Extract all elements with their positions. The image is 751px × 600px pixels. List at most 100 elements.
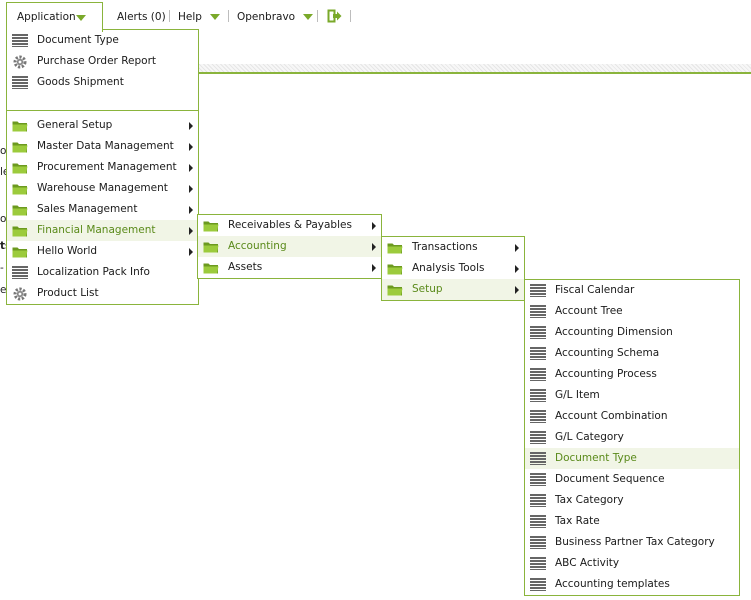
- menu-item-accounting-schema[interactable]: Accounting Schema: [525, 343, 739, 364]
- menu-item-setup[interactable]: Setup: [382, 279, 524, 300]
- application-menu-button[interactable]: Application: [6, 2, 103, 32]
- menu-item-label: Warehouse Management: [37, 182, 168, 194]
- list-icon: [530, 452, 546, 465]
- menu-item-goods-shipment[interactable]: Goods Shipment: [7, 72, 198, 93]
- submenu-arrow-icon: [189, 122, 193, 130]
- folder-icon: [12, 182, 28, 195]
- menu-item-accounting-dimension[interactable]: Accounting Dimension: [525, 322, 739, 343]
- menu-item-label: General Setup: [37, 119, 113, 131]
- menu-item-label: Accounting templates: [555, 578, 670, 590]
- menu-item-business-partner-tax-category[interactable]: Business Partner Tax Category: [525, 532, 739, 553]
- menu-item-purchase-order-report[interactable]: Purchase Order Report: [7, 51, 198, 72]
- submenu-arrow-icon: [515, 265, 519, 273]
- separator: [228, 10, 229, 22]
- background-text: er: [0, 284, 11, 296]
- submenu-arrow-icon: [372, 264, 376, 272]
- list-icon: [530, 578, 546, 591]
- separator: [350, 10, 351, 22]
- menu-item-document-type[interactable]: Document Type: [7, 30, 198, 51]
- menu-item-document-sequence[interactable]: Document Sequence: [525, 469, 739, 490]
- menu-item-label: Receivables & Payables: [228, 219, 352, 231]
- background-text: o: [0, 145, 7, 157]
- list-icon: [530, 515, 546, 528]
- menu-item-label: Tax Rate: [555, 515, 600, 527]
- folder-icon: [387, 283, 403, 296]
- folder-icon: [203, 219, 219, 232]
- menu-item-tax-rate[interactable]: Tax Rate: [525, 511, 739, 532]
- menu-item-assets[interactable]: Assets: [198, 257, 381, 278]
- menu-item-hello-world[interactable]: Hello World: [7, 241, 198, 262]
- menu-item-master-data-management[interactable]: Master Data Management: [7, 136, 198, 157]
- menu-item-label: Localization Pack Info: [37, 266, 150, 278]
- application-label: Application: [17, 11, 76, 23]
- menu-item-g-l-item[interactable]: G/L Item: [525, 385, 739, 406]
- menu-item-account-combination[interactable]: Account Combination: [525, 406, 739, 427]
- menu-item-tax-category[interactable]: Tax Category: [525, 490, 739, 511]
- menu-item-account-tree[interactable]: Account Tree: [525, 301, 739, 322]
- submenu-arrow-icon: [189, 227, 193, 235]
- menu-item-warehouse-management[interactable]: Warehouse Management: [7, 178, 198, 199]
- list-icon: [12, 266, 28, 279]
- submenu-arrow-icon: [189, 248, 193, 256]
- logout-icon[interactable]: [327, 9, 342, 23]
- submenu-arrow-icon: [189, 185, 193, 193]
- folder-icon: [12, 245, 28, 258]
- submenu-arrow-icon: [189, 206, 193, 214]
- menu-item-receivables-and-payables[interactable]: Receivables & Payables: [198, 215, 381, 236]
- menu-item-label: Accounting Dimension: [555, 326, 673, 338]
- submenu-arrow-icon: [515, 286, 519, 294]
- list-icon: [530, 410, 546, 423]
- menu-item-g-l-category[interactable]: G/L Category: [525, 427, 739, 448]
- folder-icon: [203, 240, 219, 253]
- menu-item-analysis-tools[interactable]: Analysis Tools: [382, 258, 524, 279]
- menu-item-abc-activity[interactable]: ABC Activity: [525, 553, 739, 574]
- user-label: Openbravo: [237, 11, 296, 23]
- menu-item-label: Document Type: [555, 452, 637, 464]
- menu-item-accounting-templates[interactable]: Accounting templates: [525, 574, 739, 595]
- chevron-down-icon: [209, 14, 220, 20]
- gear-icon: [12, 54, 28, 69]
- menu-item-product-list[interactable]: Product List: [7, 283, 198, 304]
- menu-item-label: Document Sequence: [555, 473, 665, 485]
- list-icon: [530, 431, 546, 444]
- chevron-down-icon: [303, 14, 314, 20]
- menu-divider: [7, 93, 198, 111]
- folder-icon: [203, 261, 219, 274]
- menu-item-label: Account Tree: [555, 305, 623, 317]
- help-menu-button[interactable]: Help: [178, 10, 220, 24]
- menu-item-general-setup[interactable]: General Setup: [7, 115, 198, 136]
- background-text: -: [0, 262, 4, 274]
- menu-item-label: Purchase Order Report: [37, 55, 157, 67]
- header-stripe: [198, 64, 751, 74]
- user-menu-button[interactable]: Openbravo: [237, 10, 314, 24]
- menu-item-label: ABC Activity: [555, 557, 620, 569]
- separator: [169, 10, 170, 22]
- menu-item-procurement-management[interactable]: Procurement Management: [7, 157, 198, 178]
- chevron-down-icon: [76, 15, 86, 21]
- background-text: oi: [0, 213, 10, 225]
- submenu-arrow-icon: [372, 243, 376, 251]
- menu-item-label: Accounting Schema: [555, 347, 660, 359]
- list-icon: [530, 536, 546, 549]
- menu-item-fiscal-calendar[interactable]: Fiscal Calendar: [525, 280, 739, 301]
- menu-item-label: Document Type: [37, 34, 119, 46]
- menu-item-accounting[interactable]: Accounting: [198, 236, 381, 257]
- menu-item-document-type[interactable]: Document Type: [525, 448, 739, 469]
- menu-item-sales-management[interactable]: Sales Management: [7, 199, 198, 220]
- menu-item-label: Sales Management: [37, 203, 138, 215]
- menu-item-accounting-process[interactable]: Accounting Process: [525, 364, 739, 385]
- list-icon: [530, 389, 546, 402]
- menu-item-label: Accounting Process: [555, 368, 657, 380]
- menu-item-label: Goods Shipment: [37, 76, 124, 88]
- menu-item-transactions[interactable]: Transactions: [382, 237, 524, 258]
- folder-icon: [387, 262, 403, 275]
- separator: [317, 10, 318, 22]
- folder-icon: [12, 224, 28, 237]
- alerts-link[interactable]: Alerts (0): [117, 11, 166, 23]
- list-icon: [530, 284, 546, 297]
- folder-icon: [12, 119, 28, 132]
- menu-item-localization-pack-info[interactable]: Localization Pack Info: [7, 262, 198, 283]
- folder-icon: [12, 203, 28, 216]
- menu-item-financial-management[interactable]: Financial Management: [7, 220, 198, 241]
